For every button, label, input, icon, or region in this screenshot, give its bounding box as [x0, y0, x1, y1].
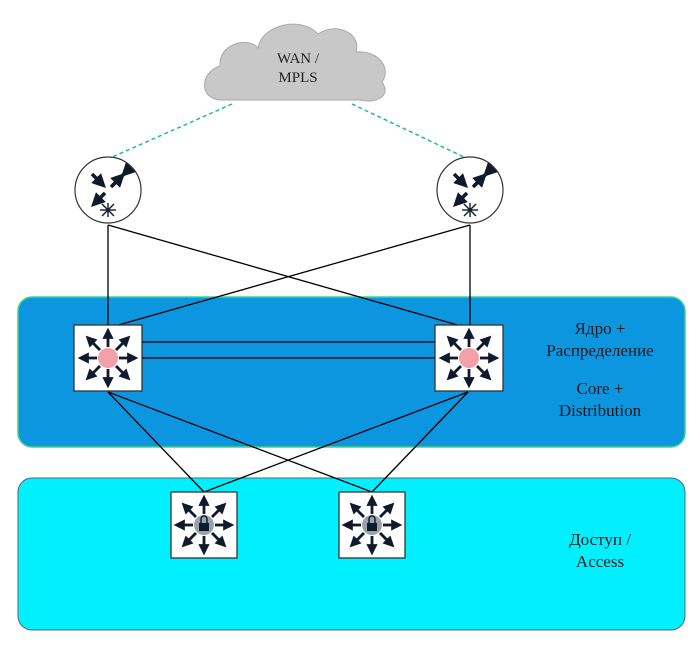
- access-switch-left[interactable]: [170, 491, 238, 559]
- access-switch-icon: [170, 491, 238, 559]
- wan-link-left: [109, 103, 233, 159]
- core-label-en: Core + Distribution: [558, 379, 642, 420]
- router-icon: [436, 156, 504, 224]
- wan-mpls-label: WAN / MPLS: [276, 51, 320, 86]
- layer3-switch-icon: [434, 324, 504, 392]
- wan-mpls-cloud: [204, 23, 386, 102]
- wan-link-right: [351, 103, 467, 159]
- link-router-right-core-left: [107, 224, 471, 329]
- access-label: Доступ / Access: [569, 530, 631, 571]
- link-core-left-access-left: [107, 391, 205, 493]
- router-left[interactable]: [74, 156, 142, 224]
- link-core-right-access-right: [371, 391, 469, 493]
- link-core-right-access-left: [203, 391, 469, 493]
- core-distribution-zone: [17, 296, 686, 448]
- router-right[interactable]: [436, 156, 504, 224]
- router-icon: [74, 156, 142, 224]
- core-switch-left[interactable]: [73, 324, 143, 392]
- access-switch-icon: [338, 491, 406, 559]
- core-switch-right[interactable]: [434, 324, 504, 392]
- core-label-ru: Ядро + Распределение: [546, 319, 654, 360]
- access-switch-right[interactable]: [338, 491, 406, 559]
- layer3-switch-icon: [73, 324, 143, 392]
- link-core-left-access-right: [107, 391, 373, 493]
